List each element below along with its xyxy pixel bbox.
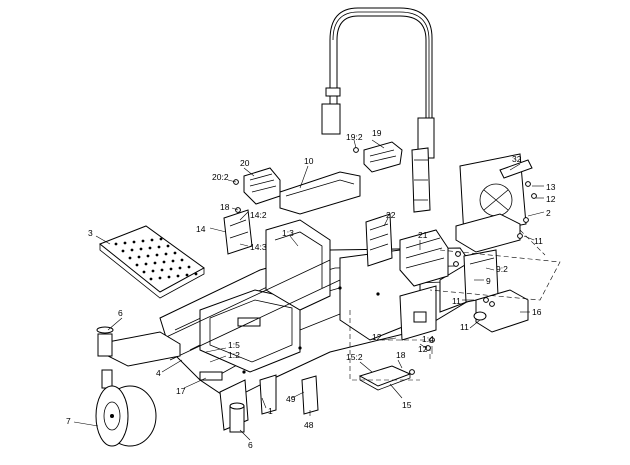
perforation-hole	[142, 270, 146, 274]
perforation-hole	[185, 273, 189, 277]
perforation-hole	[151, 269, 155, 273]
leader-lines	[73, 139, 545, 441]
callout-label: 17	[176, 386, 186, 396]
callout-label: 11	[460, 322, 469, 332]
pump-brackets	[365, 213, 449, 341]
perforation-hole	[130, 248, 134, 252]
perforation-hole	[155, 253, 159, 257]
perforation-hole	[158, 276, 162, 280]
callout-label: 2	[546, 208, 551, 218]
perforation-hole	[146, 254, 150, 258]
perforation-hole	[123, 241, 127, 245]
callout-label: 11	[452, 296, 461, 306]
callout-label: 9	[486, 276, 491, 286]
callout-label: 14:2	[250, 210, 267, 220]
callout-label: 19:2	[346, 132, 363, 142]
rear-shield	[455, 153, 527, 253]
perforation-hole	[169, 267, 173, 271]
perforation-hole	[180, 258, 184, 262]
perforation-hole	[121, 249, 125, 253]
perforation-hole	[139, 247, 143, 251]
callout-label: 20:2	[212, 172, 229, 182]
callout-label: 20	[240, 158, 250, 168]
seat-support	[279, 171, 361, 215]
perforation-hole	[128, 256, 132, 260]
perforation-hole	[150, 238, 154, 242]
callout-label: 1:2	[228, 350, 240, 360]
callout-label: 49	[286, 394, 296, 404]
callout-label: 1	[268, 406, 273, 416]
callout-label: 14	[196, 224, 206, 234]
roll-bar	[321, 7, 435, 213]
callout-label: 11	[534, 236, 543, 246]
perforation-hole	[160, 268, 164, 272]
callout-label: 6	[118, 308, 123, 318]
bracket-14	[223, 209, 253, 255]
perforation-hole	[187, 265, 191, 269]
perforation-hole	[178, 266, 182, 270]
callout-label: 19	[372, 128, 382, 138]
callout-label: 18	[396, 350, 406, 360]
callout-label: 4	[156, 368, 161, 378]
callout-label: 22	[386, 210, 396, 220]
callout-label: 21	[418, 230, 428, 240]
callout-label: 15	[402, 400, 412, 410]
callout-label: 6	[248, 440, 253, 450]
callout-label: 16	[532, 307, 542, 317]
bracket-19	[363, 141, 403, 173]
perforation-hole	[149, 277, 153, 281]
callout-label: 15:2	[346, 352, 363, 362]
perforation-hole	[157, 245, 161, 249]
perforation-hole	[194, 272, 198, 276]
callout-label: 14:3	[250, 242, 267, 252]
part-32	[499, 159, 533, 179]
perforation-hole	[164, 252, 168, 256]
perforation-hole	[166, 244, 170, 248]
main-frame	[159, 219, 473, 431]
caster-assembly	[95, 326, 245, 447]
callout-label: 1:3	[282, 228, 294, 238]
callout-label: 3	[88, 228, 93, 238]
perforation-hole	[148, 246, 152, 250]
callout-labels: 32 13 12 2 11 19 19:2 10 20 20:2 18 14:2…	[66, 128, 556, 450]
callout-label: 12	[546, 194, 556, 204]
callout-label: 12	[418, 344, 428, 354]
callout-label: 1:5	[228, 340, 240, 350]
bracket-9	[463, 249, 499, 303]
perforation-hole	[153, 261, 157, 265]
callout-label: 9:2	[496, 264, 508, 274]
perforation-hole	[144, 262, 148, 266]
callout-label: 18	[220, 202, 230, 212]
callout-label: 13	[546, 182, 556, 192]
part-16	[473, 289, 529, 333]
perforation-hole	[141, 239, 145, 243]
bracket-48	[301, 375, 319, 415]
callout-label: 32	[512, 154, 522, 164]
perforation-hole	[167, 275, 171, 279]
callout-label: 7	[66, 416, 71, 426]
perforation-hole	[173, 251, 177, 255]
perforation-hole	[114, 242, 118, 246]
perforation-hole	[176, 274, 180, 278]
floor-plate	[99, 225, 205, 299]
perforation-hole	[171, 259, 175, 263]
fasteners	[233, 147, 537, 375]
callout-label: 12	[372, 332, 382, 342]
callout-label: 48	[304, 420, 314, 430]
perforation-hole	[137, 255, 141, 259]
perforation-hole	[135, 263, 139, 267]
perforation-hole	[159, 237, 163, 241]
bracket-20	[243, 167, 281, 205]
callout-label: 1:4	[422, 334, 434, 344]
plate-15	[358, 365, 412, 391]
callout-label: 10	[304, 156, 314, 166]
perforation-hole	[132, 240, 136, 244]
perforation-hole	[162, 260, 166, 264]
